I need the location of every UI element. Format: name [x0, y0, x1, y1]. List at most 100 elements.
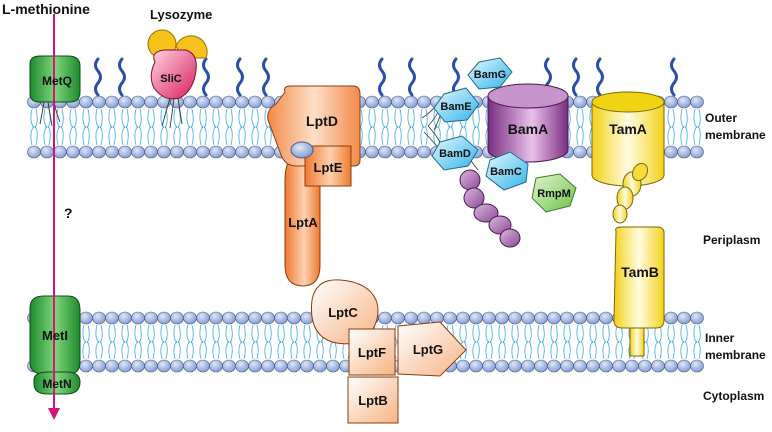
im-head-top — [196, 311, 210, 325]
om-head-bottom — [677, 145, 691, 159]
om-tail-bottom — [69, 125, 77, 146]
im-tail-top — [303, 324, 311, 344]
im-tail-bottom — [225, 340, 233, 360]
im-tail-bottom — [524, 340, 532, 360]
metn-body — [33, 371, 81, 395]
im-head-bottom — [508, 359, 522, 373]
im-head-bottom — [625, 359, 639, 373]
label-bamd: BamD — [439, 148, 471, 160]
im-tail-bottom — [290, 340, 298, 360]
im-head-top — [378, 311, 392, 325]
om-tail-bottom — [680, 125, 688, 146]
om-head-top — [118, 95, 132, 109]
im-head-top — [586, 311, 600, 325]
om-tail-bottom — [667, 125, 675, 146]
lps-chain — [378, 57, 386, 97]
im-tail-bottom — [576, 340, 584, 360]
bama-barrel — [487, 95, 569, 163]
om-head-bottom — [248, 145, 262, 159]
om-tail-bottom — [82, 125, 90, 146]
om-tail-top — [147, 108, 155, 129]
om-tail-top — [212, 108, 220, 129]
om-head-bottom — [183, 145, 197, 159]
om-tail-bottom — [121, 125, 129, 146]
om-tail-top — [576, 108, 584, 129]
im-tail-bottom — [589, 340, 597, 360]
im-head-bottom — [261, 359, 275, 373]
im-tail-top — [459, 324, 467, 344]
label-meti: MetI — [42, 328, 68, 343]
im-tail-bottom — [316, 340, 324, 360]
im-tail-top — [498, 324, 506, 344]
im-head-top — [235, 311, 249, 325]
om-tail-top — [121, 108, 129, 129]
tamb-body — [613, 226, 665, 329]
inner-membrane-label-line2: membrane — [705, 348, 766, 362]
im-tail-top — [290, 324, 298, 344]
im-tail-top — [550, 324, 558, 344]
periplasm-label: Periplasm — [703, 233, 761, 247]
im-tail-top — [264, 324, 272, 344]
im-head-top — [287, 311, 301, 325]
om-tail-top — [186, 108, 194, 129]
lps-chain — [262, 57, 270, 97]
im-head-bottom — [92, 359, 106, 373]
label-lpte: LptE — [314, 160, 343, 175]
bamc-shape — [485, 151, 529, 191]
om-head-bottom — [92, 145, 106, 159]
om-tail-top — [680, 108, 688, 129]
om-head-bottom — [417, 145, 431, 159]
im-head-top — [534, 311, 548, 325]
cytoplasm-label: Cytoplasm — [703, 389, 765, 403]
rmpm-shape — [531, 173, 577, 213]
bamg-shape — [467, 57, 513, 90]
om-head-bottom — [235, 145, 249, 159]
om-tail-top — [108, 108, 116, 129]
om-tail-top — [420, 108, 428, 129]
tamb-anchor — [629, 327, 645, 357]
inner-membrane-label-line1: Inner — [705, 331, 735, 345]
im-tail-top — [537, 324, 545, 344]
om-head-bottom — [53, 145, 67, 159]
om-head-top — [664, 95, 678, 109]
im-head-top — [404, 311, 418, 325]
om-tail-top — [95, 108, 103, 129]
im-head-top — [105, 311, 119, 325]
im-tail-top — [147, 324, 155, 344]
slic-anchor — [161, 97, 183, 129]
label-tama: TamA — [609, 121, 647, 137]
im-head-bottom — [118, 359, 132, 373]
im-head-bottom — [183, 359, 197, 373]
om-tail-top — [381, 108, 389, 129]
im-tail-top — [680, 324, 688, 344]
om-tail-bottom — [160, 125, 168, 146]
im-head-top — [469, 311, 483, 325]
om-head-bottom — [40, 145, 54, 159]
slic-body — [150, 49, 197, 100]
im-head-top — [560, 311, 574, 325]
im-head-top — [664, 311, 678, 325]
im-tail-bottom — [654, 340, 662, 360]
lps-chains — [36, 57, 678, 97]
om-tail-bottom — [576, 125, 584, 146]
im-tail-top — [134, 324, 142, 344]
om-tail-top — [56, 108, 64, 129]
im-head-top — [391, 311, 405, 325]
om-head-top — [378, 95, 392, 109]
label-lptb: LptB — [358, 393, 388, 408]
im-tail-top — [121, 324, 129, 344]
om-head-top — [183, 95, 197, 109]
lptg-shape — [397, 321, 467, 377]
im-head-top — [79, 311, 93, 325]
im-tail-top — [511, 324, 519, 344]
im-head-top — [521, 311, 535, 325]
lptf-box — [348, 328, 396, 376]
om-head-bottom — [27, 145, 41, 159]
lpt-machinery — [267, 85, 467, 424]
im-tail-bottom — [485, 340, 493, 360]
om-tail-bottom — [56, 125, 64, 146]
om-tail-top — [368, 108, 376, 129]
om-head-top — [222, 95, 236, 109]
om-tail-bottom — [693, 125, 701, 146]
lysozyme-label: Lysozyme — [150, 7, 213, 22]
